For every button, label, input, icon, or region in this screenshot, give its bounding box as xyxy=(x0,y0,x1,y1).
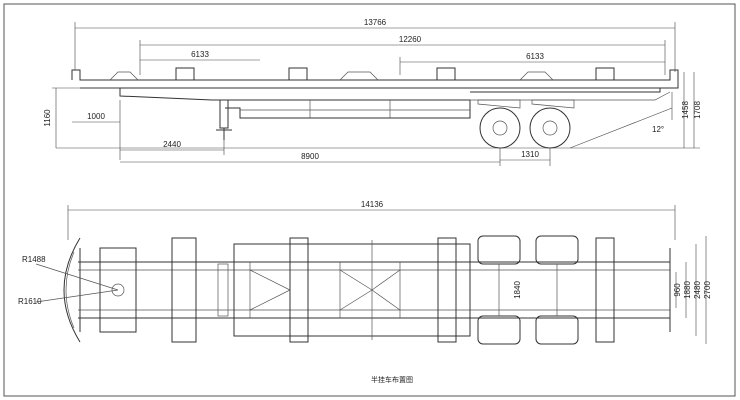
departure-angle-label: 12° xyxy=(652,125,664,134)
axle-position-label: 8900 xyxy=(301,152,319,161)
deck-height-label: 1160 xyxy=(43,109,52,127)
drawing-frame xyxy=(3,3,736,397)
axle-spacing-label: 1310 xyxy=(521,150,539,159)
overall-length-label: 13766 xyxy=(364,18,387,27)
width-c-label: 2480 xyxy=(693,281,702,299)
landing-gear xyxy=(219,99,229,129)
wheel-axle-2 xyxy=(529,107,571,149)
width-a-label: 960 xyxy=(673,283,682,297)
wheel-axle-1 xyxy=(479,107,521,149)
width-d-label: 2700 xyxy=(703,281,712,299)
kingpin xyxy=(111,283,125,297)
side-view: 13766 12260 6133 6133 xyxy=(43,18,702,166)
top-overall-length-label: 14136 xyxy=(361,200,384,209)
drawing-caption: 半挂车布置图 xyxy=(371,375,413,384)
top-view: 14136 R1488 R1610 xyxy=(18,200,712,345)
front-radius-b-label: R1610 xyxy=(18,297,42,306)
front-arc xyxy=(63,237,81,343)
rear-height-b-label: 1708 xyxy=(693,101,702,119)
front-overhang-label: 1000 xyxy=(87,112,105,121)
front-radius-a-label: R1488 xyxy=(22,255,46,264)
left-segment-label: 6133 xyxy=(191,50,209,59)
kingpin-offset-label: 2440 xyxy=(163,140,181,149)
right-segment-label: 6133 xyxy=(526,52,544,61)
axle-track-label: 1840 xyxy=(513,281,522,299)
rear-height-a-label: 1458 xyxy=(681,101,690,119)
width-b-label: 1880 xyxy=(683,281,692,299)
wheelbase-span-label: 12260 xyxy=(399,35,422,44)
